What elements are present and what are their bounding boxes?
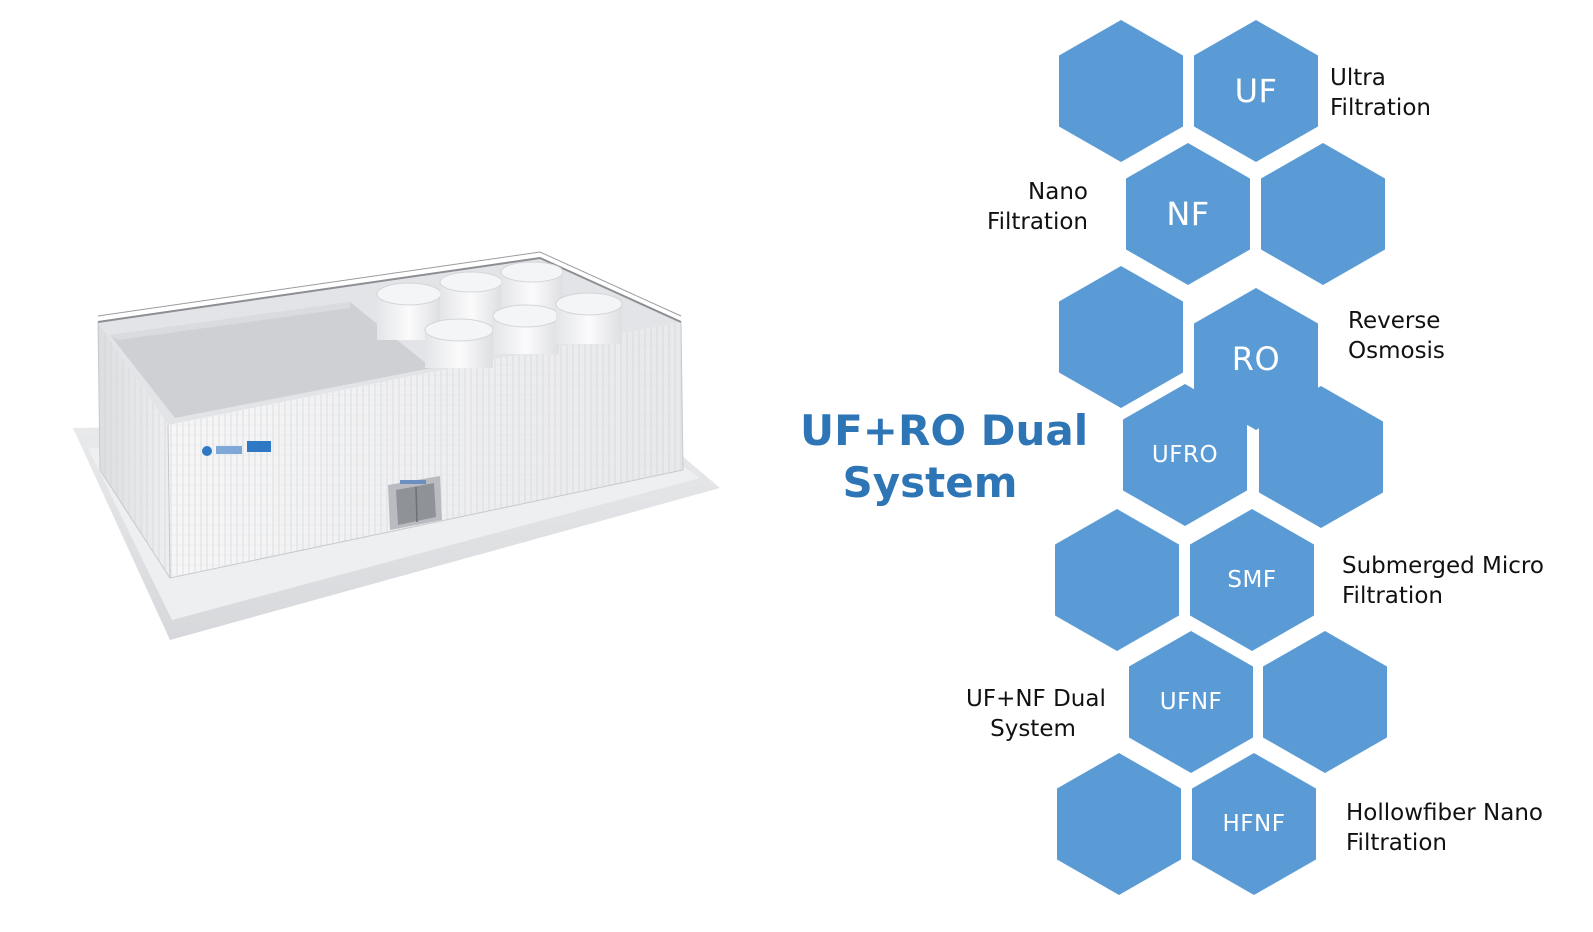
caption-hollowfiber-nano-filtration: Hollowfiber Nano Filtration — [1346, 800, 1543, 856]
hexagon-label-ro: RO — [1231, 340, 1281, 378]
hexagon-label-hfnf: HFNF — [1222, 811, 1286, 837]
uf-ro-dual-system-title: UF+RO Dual System — [800, 406, 1089, 507]
hexagon-ufnf: UFNF — [1129, 631, 1253, 773]
hexagon-label-uf: UF — [1234, 72, 1278, 110]
caption-ultra-filtration: Ultra Filtration — [1330, 65, 1431, 121]
hexagon-blank — [1059, 20, 1183, 162]
hexagon-label-nf: NF — [1166, 195, 1210, 233]
water-plant-building-image — [73, 251, 720, 640]
building-illustration — [0, 0, 746, 657]
hexagon-hfnf: HFNF — [1192, 753, 1316, 895]
hexagon-blank — [1057, 753, 1181, 895]
entrance-door — [388, 476, 442, 530]
hexagon-blank — [1059, 266, 1183, 408]
building-logo — [202, 441, 271, 456]
caption-ufnf-dual-system: UF+NF Dual System — [966, 686, 1106, 742]
hexagon-blank — [1261, 143, 1385, 285]
hexagon-smf: SMF — [1190, 509, 1314, 651]
storage-tanks — [376, 261, 623, 368]
hexagon-blank — [1055, 509, 1179, 651]
hexagon-nf: NF — [1126, 143, 1250, 285]
caption-submerged-micro-filtration: Submerged Micro Filtration — [1342, 553, 1544, 609]
hexagon-label-ufnf: UFNF — [1159, 689, 1223, 715]
hexagon-blank — [1263, 631, 1387, 773]
hexagon-label-ufro: UFRO — [1151, 442, 1219, 468]
hexagon-label-smf: SMF — [1227, 567, 1277, 593]
hexagon-uf: UF — [1194, 20, 1318, 162]
caption-reverse-osmosis: Reverse Osmosis — [1348, 308, 1445, 364]
caption-nano-filtration: Nano Filtration — [987, 179, 1088, 235]
